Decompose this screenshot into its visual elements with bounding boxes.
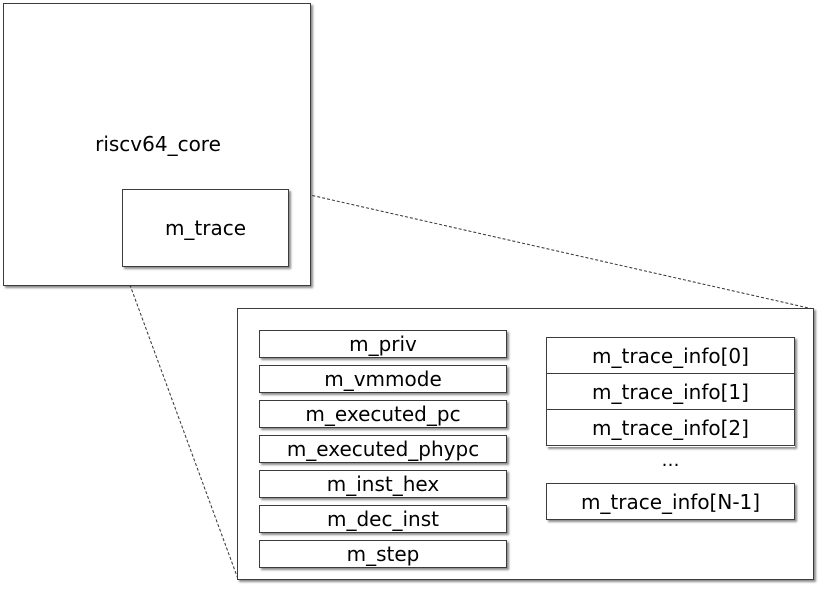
trace-info-last: m_trace_info[N-1]: [546, 483, 795, 520]
field-m-executed-pc: m_executed_pc: [259, 400, 507, 428]
trace-info-0: m_trace_info[0]: [546, 337, 795, 374]
field-m-priv: m_priv: [259, 330, 507, 358]
trace-info-ellipsis: …: [661, 450, 680, 471]
trace-info-1: m_trace_info[1]: [546, 373, 795, 410]
field-m-executed-phypc: m_executed_phypc: [259, 435, 507, 463]
core-label: riscv64_core: [95, 132, 221, 156]
field-m-dec-inst: m_dec_inst: [259, 505, 507, 533]
trace-info-2: m_trace_info[2]: [546, 409, 795, 446]
zoom-line-top: [287, 189, 814, 310]
field-m-step: m_step: [259, 540, 507, 568]
m-trace-block: m_trace: [122, 189, 289, 267]
field-m-inst-hex: m_inst_hex: [259, 470, 507, 498]
field-m-vmmode: m_vmmode: [259, 365, 507, 393]
zoom-line-bottom: [122, 265, 239, 580]
